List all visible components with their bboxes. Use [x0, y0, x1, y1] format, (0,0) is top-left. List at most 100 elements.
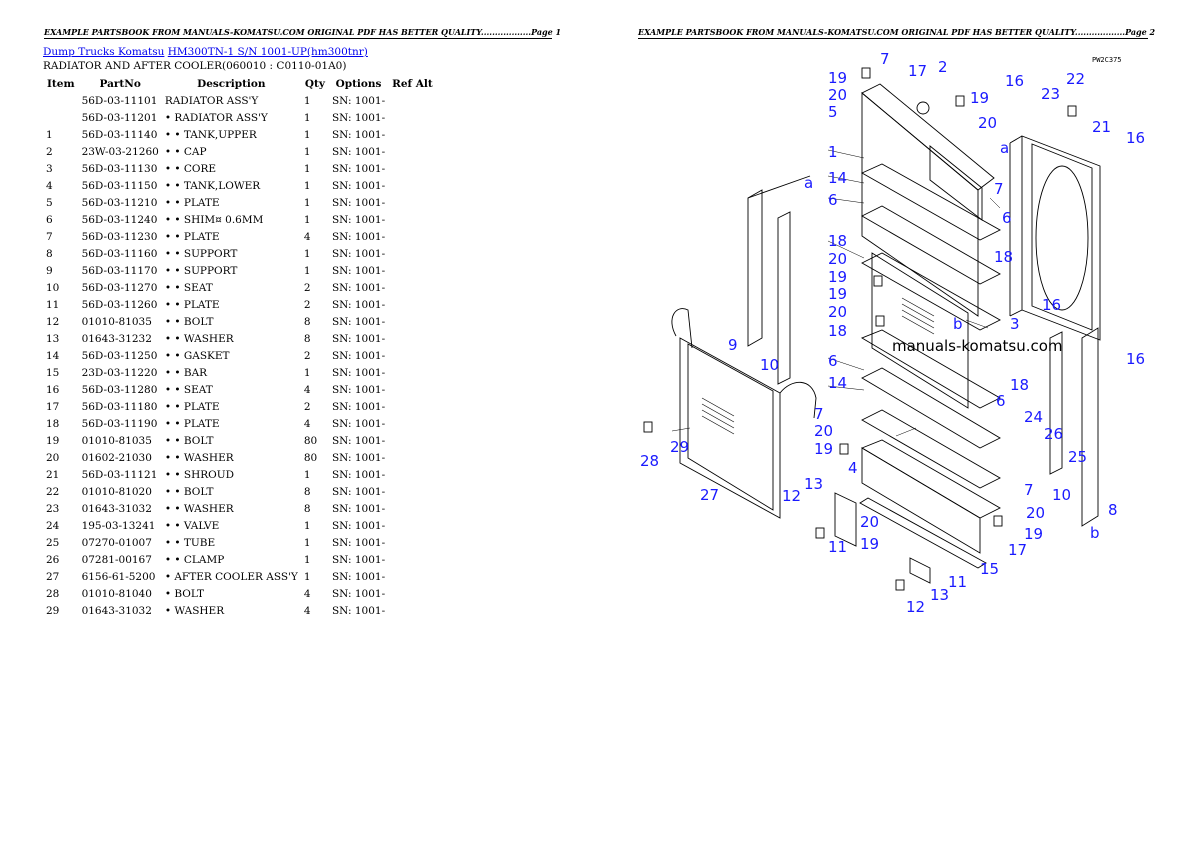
callout-label: 17	[1008, 541, 1027, 559]
cell-item: 23	[46, 502, 60, 515]
callout-label: 20	[814, 422, 833, 440]
callout-label: 8	[1108, 501, 1118, 519]
callout-label: 15	[980, 560, 999, 578]
cell-qty: 1	[303, 519, 311, 532]
cell-options: SN: 1001-	[331, 213, 386, 226]
cell-ref-alt	[388, 143, 437, 160]
cell-item: 22	[46, 485, 60, 498]
header-description: Description	[197, 78, 266, 90]
callout-label: 24	[1024, 408, 1043, 426]
callout-label: 19	[860, 535, 879, 553]
breadcrumb-link-dump-trucks[interactable]: Dump Trucks Komatsu	[43, 46, 165, 58]
callout-label: 5	[828, 103, 838, 121]
cell-item: 2	[46, 145, 53, 158]
cell-item	[43, 92, 79, 109]
cell-description: • • TANK,UPPER	[164, 128, 257, 141]
callout-label: 7	[994, 180, 1004, 198]
cell-qty: 80	[303, 434, 318, 447]
cell-qty: 1	[303, 111, 311, 124]
cell-ref-alt	[388, 483, 437, 500]
cell-qty: 8	[303, 502, 311, 515]
cell-description: • • BAR	[164, 366, 208, 379]
cell-partno: 56D-03-11150	[81, 179, 158, 192]
cell-ref-alt	[388, 177, 437, 194]
callout-label: 12	[906, 598, 925, 616]
cell-item: 10	[46, 281, 60, 294]
cell-qty: 4	[303, 604, 311, 617]
callout-label: 29	[670, 438, 689, 456]
callout-label: 19	[828, 285, 847, 303]
cell-description: • AFTER COOLER ASS'Y	[164, 570, 298, 583]
cell-qty: 4	[303, 230, 311, 243]
breadcrumb: Dump Trucks Komatsu HM300TN-1 S/N 1001-U…	[43, 46, 368, 58]
cell-ref-alt	[388, 228, 437, 245]
cell-qty: 4	[303, 587, 311, 600]
cell-partno: 56D-03-11190	[81, 417, 158, 430]
cell-ref-alt	[388, 449, 437, 466]
callout-label: 11	[828, 538, 847, 556]
callout-label: 11	[948, 573, 967, 591]
cell-item: 25	[46, 536, 60, 549]
header-qty: Qty	[304, 78, 325, 90]
cell-qty: 1	[303, 468, 311, 481]
cell-description: • • SUPPORT	[164, 247, 238, 260]
callout-label: 20	[978, 114, 997, 132]
cell-partno: 01010-81040	[81, 587, 152, 600]
cell-partno: 56D-03-11101	[81, 94, 158, 107]
cell-ref-alt	[388, 313, 437, 330]
header-partno: PartNo	[99, 78, 141, 90]
cell-qty: 1	[303, 553, 311, 566]
cell-description: • • SEAT	[164, 383, 213, 396]
cell-item	[43, 109, 79, 126]
cell-qty: 2	[303, 298, 311, 311]
cell-qty: 8	[303, 315, 311, 328]
cell-partno: 01010-81020	[81, 485, 152, 498]
callout-label: 6	[828, 191, 838, 209]
cell-options: SN: 1001-	[331, 196, 386, 209]
breadcrumb-link-model[interactable]: HM300TN-1 S/N 1001-UP(hm300tnr)	[167, 46, 368, 58]
cell-item: 13	[46, 332, 60, 345]
callout-label: 20	[828, 86, 847, 104]
cell-partno: 56D-03-11180	[81, 400, 158, 413]
callout-label: b	[953, 315, 963, 333]
cell-qty: 8	[303, 332, 311, 345]
cell-description: • • SHIM¤ 0.6MM	[164, 213, 264, 226]
callout-label: a	[1000, 139, 1009, 157]
cell-partno: 56D-03-11260	[81, 298, 158, 311]
callout-label: 27	[700, 486, 719, 504]
cell-qty: 1	[303, 179, 311, 192]
cell-ref-alt	[388, 534, 437, 551]
cell-ref-alt	[388, 585, 437, 602]
cell-item: 15	[46, 366, 60, 379]
cell-options: SN: 1001-	[331, 111, 386, 124]
cell-item: 9	[46, 264, 53, 277]
header-item: Item	[47, 78, 75, 90]
cell-item: 14	[46, 349, 60, 362]
cell-item: 19	[46, 434, 60, 447]
cell-item: 5	[46, 196, 53, 209]
cell-options: SN: 1001-	[331, 179, 386, 192]
callout-label: 28	[640, 452, 659, 470]
cell-partno: 56D-03-11280	[81, 383, 158, 396]
cell-item: 1	[46, 128, 53, 141]
callout-label: 6	[1002, 209, 1012, 227]
cell-partno: 56D-03-11270	[81, 281, 158, 294]
callout-label: 20	[828, 250, 847, 268]
cell-ref-alt	[388, 466, 437, 483]
cell-ref-alt	[388, 364, 437, 381]
cell-partno: 56D-03-11160	[81, 247, 158, 260]
cell-qty: 8	[303, 485, 311, 498]
cell-qty: 2	[303, 349, 311, 362]
cell-description: • • PLATE	[164, 417, 220, 430]
cell-qty: 80	[303, 451, 318, 464]
cell-options: SN: 1001-	[331, 162, 386, 175]
cell-options: SN: 1001-	[331, 349, 386, 362]
cell-description: • • TANK,LOWER	[164, 179, 261, 192]
